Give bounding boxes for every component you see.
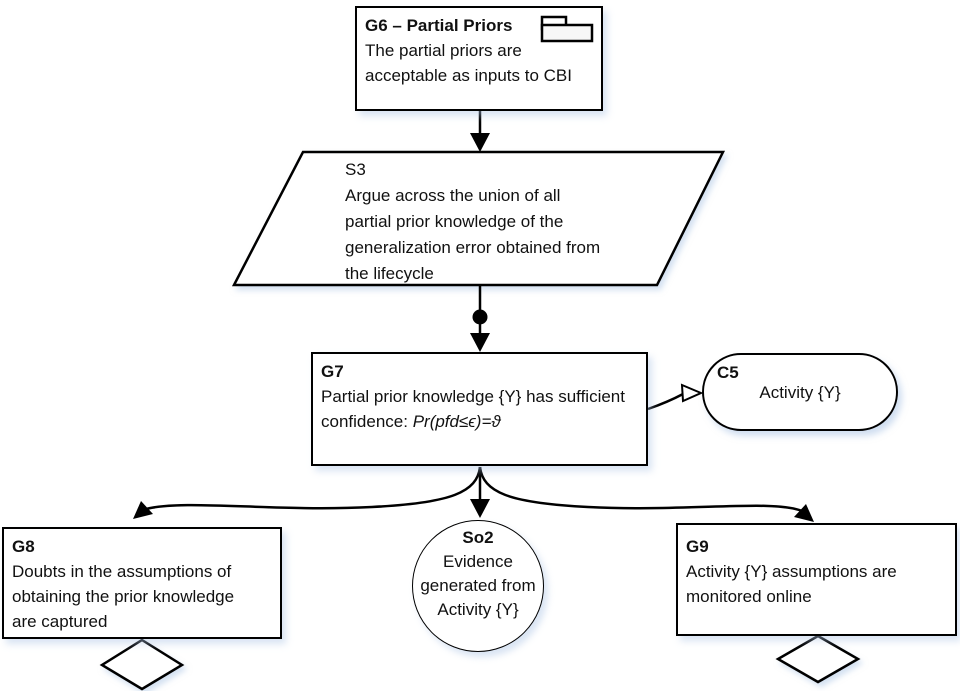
g7-formula: Pr(pfd≤ϵ)=ϑ <box>412 412 501 431</box>
goal-node-g8: G8 Doubts in the assumptions of obtainin… <box>2 527 282 639</box>
node-id-so2: So2 <box>462 528 494 547</box>
node-body-g8: Doubts in the assumptions of obtaining t… <box>12 562 235 631</box>
undeveloped-diamond-g9 <box>775 634 861 684</box>
node-id-g8: G8 <box>12 537 35 556</box>
module-folder-icon <box>540 15 594 43</box>
undeveloped-diamond-g8 <box>99 638 185 691</box>
node-id-s3: S3 <box>345 160 366 179</box>
node-id-c5: C5 <box>717 363 739 382</box>
arrowhead-g7-c5-hollow <box>680 383 704 403</box>
node-body-g6: The partial priors are acceptable as inp… <box>365 41 572 85</box>
arrowhead-g7-g8 <box>133 501 153 519</box>
node-body-s3: Argue across the union of all partial pr… <box>345 186 601 283</box>
goal-node-g6: G6 – Partial Priors The partial priors a… <box>355 6 603 111</box>
solution-node-so2: So2 Evidence generated from Activity {Y} <box>412 520 544 652</box>
node-id-g6: G6 – Partial Priors <box>365 16 513 35</box>
multiplicity-dot <box>472 309 488 325</box>
connector-g7-c5 <box>647 392 684 411</box>
node-body-g9: Activity {Y} assumptions are monitored o… <box>686 562 897 606</box>
node-id-g9: G9 <box>686 537 709 556</box>
strategy-s3-parallelogram <box>231 150 726 287</box>
connector-g7-g9 <box>478 466 803 513</box>
arrowhead-s3-g7 <box>470 333 490 352</box>
node-body-c5: Activity {Y} <box>759 382 841 402</box>
arrowhead-g6-s3 <box>470 133 490 152</box>
node-body-so2: Evidence generated from Activity {Y} <box>420 552 536 619</box>
context-node-c5: C5 Activity {Y} <box>702 353 898 431</box>
arrowhead-g7-so2 <box>470 499 490 518</box>
arrowhead-g7-g9 <box>794 504 814 522</box>
goal-node-g9: G9 Activity {Y} assumptions are monitore… <box>676 523 957 636</box>
goal-node-g7: G7 Partial prior knowledge {Y} has suffi… <box>311 352 648 466</box>
strategy-node-s3-text: S3 Argue across the union of all partial… <box>345 157 603 287</box>
node-body-g7: Partial prior knowledge {Y} has sufficie… <box>321 387 625 431</box>
connector-g7-g8 <box>145 466 482 511</box>
node-id-g7: G7 <box>321 362 344 381</box>
